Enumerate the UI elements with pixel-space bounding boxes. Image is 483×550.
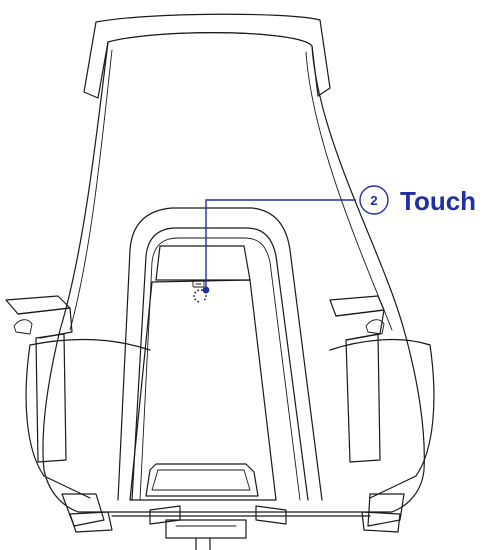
- touch-sensor-icon: [192, 280, 207, 303]
- touch-dot: [197, 289, 200, 292]
- chair-base: [61, 493, 405, 550]
- lumbar-frame: [117, 207, 323, 501]
- touch-dot: [200, 289, 203, 292]
- callout: 2 Touch: [202, 185, 476, 294]
- callout-label: Touch: [400, 186, 476, 216]
- headrest: [83, 13, 331, 99]
- touch-dot: [203, 298, 206, 301]
- right-armrest: [329, 295, 385, 463]
- touch-dot: [194, 291, 197, 294]
- seat-handle: [145, 463, 259, 497]
- seat-cushion: [25, 338, 435, 499]
- touch-dot: [197, 300, 200, 303]
- callout-number: 2: [370, 193, 377, 208]
- backrest-shell: [42, 41, 425, 513]
- touch-dot: [205, 295, 207, 297]
- touch-dot: [194, 298, 197, 301]
- left-armrest: [5, 295, 73, 463]
- touch-dot: [193, 295, 195, 297]
